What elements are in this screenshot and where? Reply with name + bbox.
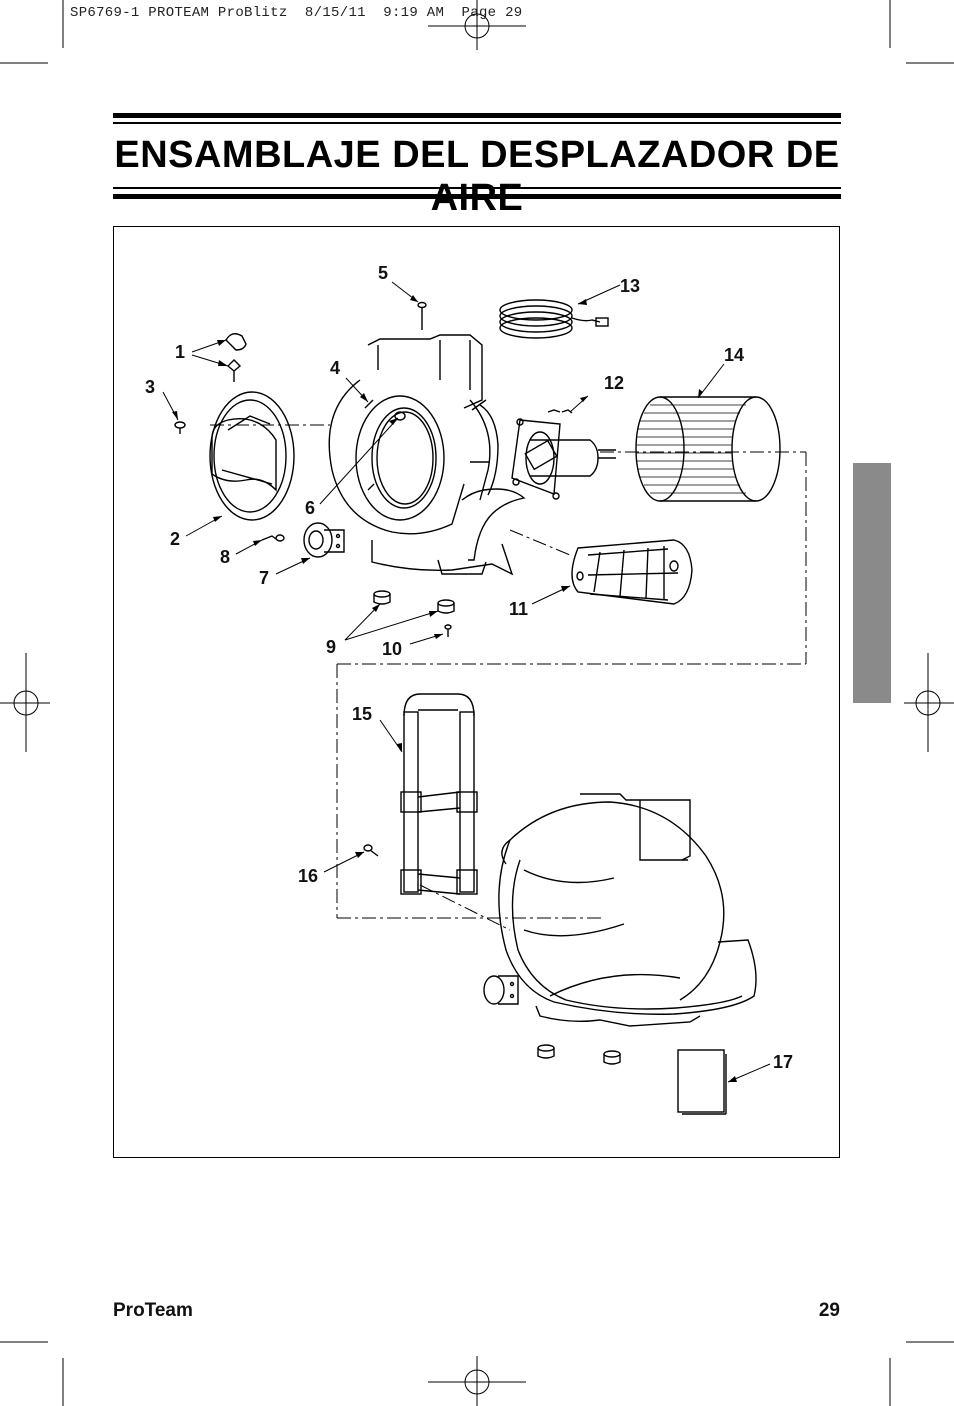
callout-4: 4 (330, 358, 340, 378)
callout-11: 11 (509, 599, 528, 619)
part-4-housing (328, 334, 526, 576)
diagram-frame (113, 226, 840, 1158)
section-tab (853, 463, 891, 703)
callout-16: 16 (298, 866, 318, 886)
callout-1: 1 (175, 342, 185, 362)
callout-10: 10 (382, 639, 402, 659)
callout-14: 14 (724, 345, 744, 365)
part-5-screw (417, 301, 427, 330)
part-12-motor (511, 409, 616, 500)
callout-3: 3 (145, 377, 155, 397)
registration-mark-bottom (428, 1356, 526, 1406)
callout-7: 7 (259, 568, 269, 588)
callout-17: 17 (773, 1052, 793, 1072)
callout-12: 12 (604, 373, 624, 393)
title-rule-bottom-thick (113, 194, 841, 199)
title-rule-top-thick (113, 113, 841, 118)
callout-9: 9 (326, 637, 336, 657)
print-slug: SP6769-1 PROTEAM ProBlitz 8/15/11 9:19 A… (70, 5, 523, 21)
part-17-manual (677, 1049, 727, 1115)
part-15-handle (400, 693, 478, 895)
part-8-screws (261, 534, 285, 542)
callout-6: 6 (305, 498, 315, 518)
part-16-screw (363, 844, 379, 857)
title-rule-bottom-thin (113, 187, 841, 189)
registration-mark-top (428, 0, 526, 50)
callout-2: 2 (170, 529, 180, 549)
part-2-front-rim (209, 391, 295, 521)
callout-13: 13 (620, 276, 640, 296)
part-13-power-cord (499, 299, 609, 339)
callout-5: 5 (378, 263, 388, 283)
callout-8: 8 (220, 547, 230, 567)
title-rule-top-thin (113, 122, 841, 124)
page-number: 29 (818, 1300, 840, 1321)
part-1-clip (225, 333, 247, 382)
part-6-grommet (394, 411, 406, 421)
part-7-switch (303, 522, 345, 558)
part-9-feet (373, 590, 455, 614)
part-11-rear-grille (571, 539, 693, 605)
part-10-screw (444, 624, 452, 637)
footer-brand: ProTeam (113, 1300, 193, 1321)
housing-rear-view (483, 793, 757, 1065)
part-3-screw (174, 421, 186, 434)
registration-mark-left (0, 653, 50, 752)
callout-15: 15 (352, 704, 372, 724)
part-14-impeller (635, 396, 781, 502)
registration-mark-right (904, 653, 954, 752)
